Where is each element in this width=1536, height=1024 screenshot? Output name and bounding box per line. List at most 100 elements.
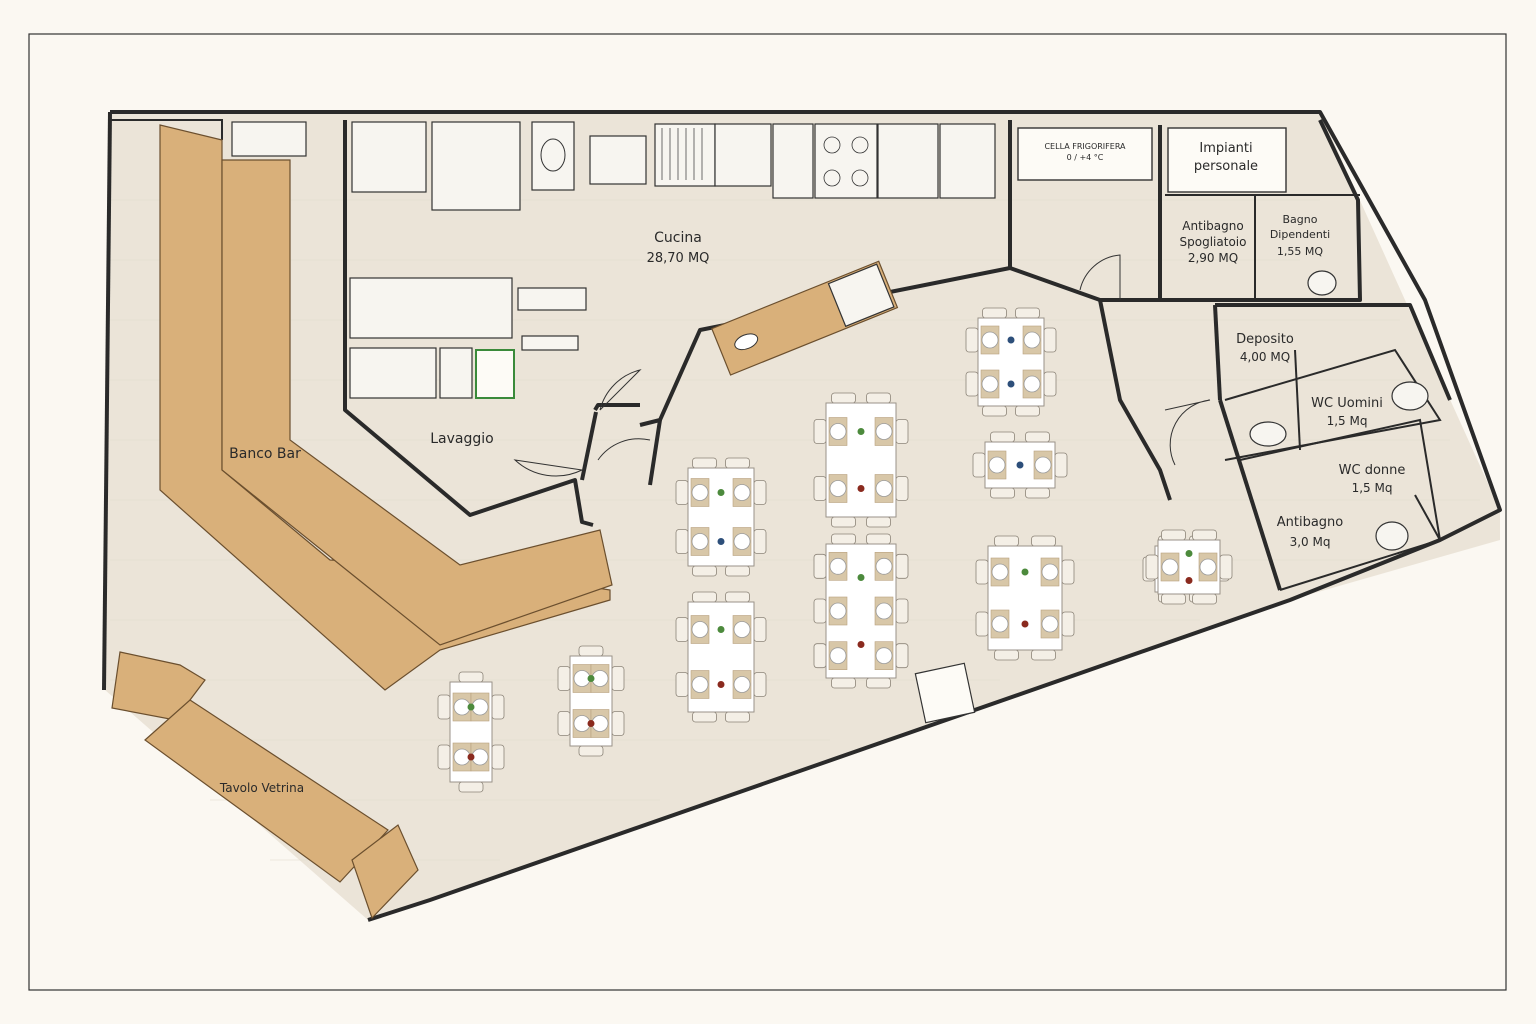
plate-icon (829, 647, 847, 665)
label-antibagno: Antibagno (1277, 515, 1344, 530)
chair[interactable] (675, 672, 689, 697)
chair[interactable] (866, 677, 891, 689)
chair[interactable] (813, 643, 827, 669)
plate-icon (1041, 615, 1059, 633)
chair[interactable] (458, 781, 484, 793)
chair[interactable] (578, 745, 604, 757)
glass-icon (587, 720, 595, 727)
chair[interactable] (1145, 554, 1159, 580)
chair[interactable] (725, 457, 750, 469)
chair[interactable] (1061, 611, 1075, 637)
chair[interactable] (1054, 452, 1068, 478)
chair[interactable] (965, 371, 979, 397)
chair[interactable] (1015, 307, 1040, 319)
chair[interactable] (557, 711, 571, 736)
chair[interactable] (753, 480, 767, 505)
chair[interactable] (725, 711, 750, 723)
chair[interactable] (1031, 649, 1056, 661)
chair[interactable] (895, 643, 909, 669)
chair[interactable] (813, 476, 827, 501)
chair[interactable] (1043, 371, 1057, 397)
chair[interactable] (990, 487, 1015, 499)
chair[interactable] (1043, 327, 1057, 353)
chair[interactable] (1161, 529, 1186, 541)
chair[interactable] (1161, 593, 1186, 605)
chair[interactable] (1219, 554, 1233, 580)
plate-icon (1041, 563, 1059, 581)
chair[interactable] (725, 591, 750, 603)
chair[interactable] (753, 529, 767, 554)
chair[interactable] (692, 711, 717, 723)
plate-icon (875, 423, 893, 440)
chair[interactable] (491, 694, 505, 720)
chair[interactable] (1061, 559, 1075, 585)
chair[interactable] (866, 516, 891, 528)
dining-table-group (675, 591, 767, 723)
chair[interactable] (611, 666, 625, 691)
chair[interactable] (1192, 529, 1217, 541)
chair[interactable] (990, 431, 1015, 443)
plate-icon (733, 621, 751, 638)
plate-icon (829, 480, 847, 497)
chair[interactable] (895, 476, 909, 501)
chair[interactable] (753, 672, 767, 697)
label-wc-donne: WC donne (1339, 463, 1406, 478)
glass-icon (1185, 577, 1193, 584)
chair[interactable] (611, 711, 625, 736)
chair[interactable] (994, 535, 1019, 547)
chair[interactable] (437, 694, 451, 720)
chair[interactable] (831, 516, 856, 528)
chair[interactable] (578, 645, 604, 657)
glass-icon (857, 574, 865, 581)
chair[interactable] (972, 452, 986, 478)
plate-icon (981, 375, 999, 393)
chair[interactable] (813, 419, 827, 444)
glass-icon (717, 538, 725, 545)
chair[interactable] (895, 598, 909, 624)
chair[interactable] (895, 419, 909, 444)
chair[interactable] (831, 533, 856, 545)
glass-icon (467, 703, 475, 711)
chair[interactable] (831, 392, 856, 404)
plate-icon (875, 557, 893, 575)
chair[interactable] (437, 744, 451, 770)
chair[interactable] (692, 565, 717, 577)
chair[interactable] (982, 307, 1007, 319)
chair[interactable] (491, 744, 505, 770)
chair[interactable] (813, 553, 827, 579)
chair[interactable] (557, 666, 571, 691)
chair[interactable] (866, 533, 891, 545)
chair[interactable] (965, 327, 979, 353)
chair[interactable] (675, 617, 689, 642)
chair[interactable] (895, 553, 909, 579)
chair[interactable] (975, 559, 989, 585)
label-spogliatoio: Spogliatoio (1180, 235, 1247, 249)
chair[interactable] (1192, 593, 1217, 605)
label-antibagno-area: 3,0 Mq (1290, 535, 1331, 549)
chair[interactable] (692, 591, 717, 603)
chair[interactable] (975, 611, 989, 637)
plate-icon (733, 484, 751, 501)
chair[interactable] (813, 598, 827, 624)
plate-icon (991, 615, 1009, 633)
glass-icon (587, 675, 595, 682)
chair[interactable] (831, 677, 856, 689)
plate-icon (981, 331, 999, 349)
chair[interactable] (458, 671, 484, 683)
dining-table-group (437, 671, 505, 793)
chair[interactable] (725, 565, 750, 577)
chair[interactable] (692, 457, 717, 469)
chair[interactable] (1015, 405, 1040, 417)
drain-board (439, 347, 473, 399)
plate-icon (733, 676, 751, 693)
plate-icon (1023, 331, 1041, 349)
chair[interactable] (675, 529, 689, 554)
chair[interactable] (982, 405, 1007, 417)
chair[interactable] (866, 392, 891, 404)
chair[interactable] (994, 649, 1019, 661)
chair[interactable] (1025, 487, 1050, 499)
chair[interactable] (1025, 431, 1050, 443)
chair[interactable] (675, 480, 689, 505)
chair[interactable] (753, 617, 767, 642)
chair[interactable] (1031, 535, 1056, 547)
